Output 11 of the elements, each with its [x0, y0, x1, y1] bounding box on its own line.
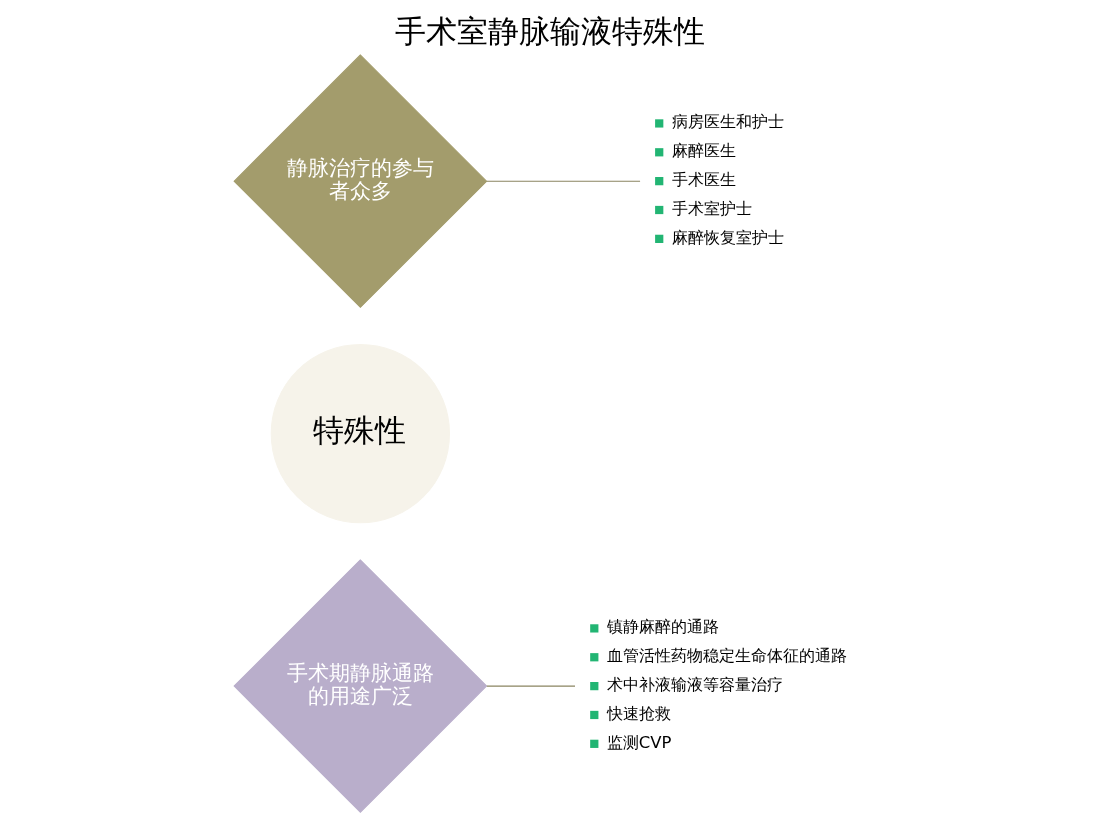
node-label: 麻醉恢复室护士 [671, 227, 784, 247]
node-diamond: 静脉治疗的参与者众多 [232, 54, 487, 309]
node-label: 病房医生和护士 [671, 112, 784, 132]
connector [485, 685, 576, 687]
node-label: 手术室护士 [671, 198, 752, 218]
node-label: 手术医生 [671, 170, 736, 190]
node-diamond: 手术期静脉通路的用途广泛 [232, 559, 487, 814]
connector [485, 180, 641, 182]
diagram-title: 手术室静脉输液特殊性 [395, 12, 705, 49]
node-text: 镇静麻醉的通路 血管活性药物稳定生命体征的通路 术中补液输液等容量治疗 快速抢救 监测CVP [606, 617, 847, 752]
node-label: 麻醉医生 [671, 141, 736, 161]
